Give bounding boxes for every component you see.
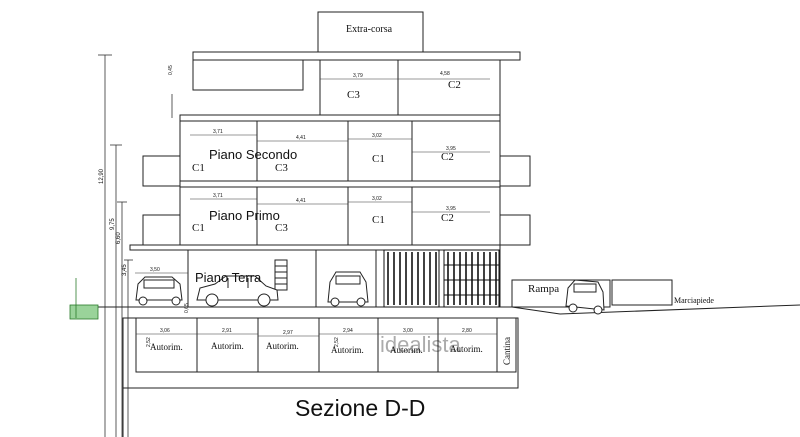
level-lines xyxy=(98,54,173,437)
dim-second-3: 3,02 xyxy=(372,133,382,139)
level-label-345: 3,45 xyxy=(122,264,128,276)
level-label-975: 9,75 xyxy=(110,218,116,230)
cantina-label: Cantina xyxy=(502,337,512,365)
dim-first-2: 4,41 xyxy=(296,198,306,204)
garage-label-2: Autorim. xyxy=(211,341,244,351)
dim-basement-height-1: 2,52 xyxy=(146,337,152,347)
car-3 xyxy=(327,271,369,307)
balcony-left-2 xyxy=(142,155,181,187)
room-first-c1a: C1 xyxy=(192,222,205,234)
garage-label-4: Autorim. xyxy=(331,345,364,355)
dim-second-1: 3,71 xyxy=(213,129,223,135)
room-first-c2: C2 xyxy=(441,212,454,224)
dim-top-2: 4,58 xyxy=(440,71,450,77)
roof-block-left xyxy=(192,59,304,91)
room-top-c2: C2 xyxy=(448,79,461,91)
dimension-lines xyxy=(135,78,497,337)
level-label-660: 6,60 xyxy=(116,232,122,244)
room-second-c2: C2 xyxy=(441,151,454,163)
dim-basement-1: 3,06 xyxy=(160,328,170,334)
dim-top-1: 3,79 xyxy=(353,73,363,79)
drawing-title: Sezione D-D xyxy=(295,395,425,421)
slab-first xyxy=(179,180,501,188)
stair-element xyxy=(274,259,288,291)
slab-ground xyxy=(129,244,501,251)
garage-label-3: Autorim. xyxy=(266,341,299,351)
top-floor xyxy=(319,59,501,116)
rampa-label: Rampa xyxy=(528,283,559,295)
dim-basement-height-2: 2,52 xyxy=(334,337,340,347)
garage-doors xyxy=(383,249,500,308)
room-second-c1b: C1 xyxy=(372,153,385,165)
level-label-065: 0,65 xyxy=(184,303,190,313)
marciapiede-box xyxy=(611,279,673,306)
extra-corsa-label: Extra-corsa xyxy=(346,24,393,35)
level-label-045: 0,45 xyxy=(168,65,174,75)
room-top-c3: C3 xyxy=(347,89,360,101)
marciapiede-label: Marciapiede xyxy=(674,296,714,305)
room-first-c1b: C1 xyxy=(372,214,385,226)
watermark: idealista xyxy=(380,332,461,357)
dim-ground-1: 3,50 xyxy=(150,267,160,273)
room-first-c3: C3 xyxy=(275,222,288,234)
balcony-right-2 xyxy=(499,155,531,187)
garage-label-1: Autorim. xyxy=(150,342,183,352)
dim-basement-3: 2,97 xyxy=(283,330,293,336)
dim-basement-6: 2,80 xyxy=(462,328,472,334)
roof-slab xyxy=(192,51,521,61)
dim-first-3: 3,02 xyxy=(372,196,382,202)
balcony-left-1 xyxy=(142,214,181,246)
garage-label-5: Autorim. xyxy=(390,345,423,355)
car-1 xyxy=(135,276,183,306)
car-2 xyxy=(196,275,279,307)
room-second-c1a: C1 xyxy=(192,162,205,174)
dim-second-2: 4,41 xyxy=(296,135,306,141)
room-second-c3: C3 xyxy=(275,162,288,174)
dim-basement-2: 2,91 xyxy=(222,328,232,334)
slab-second xyxy=(179,114,501,122)
dim-basement-4: 2,94 xyxy=(343,328,353,334)
dim-first-4: 3,95 xyxy=(446,206,456,212)
floor-label-primo: Piano Primo xyxy=(209,208,280,223)
floor-label-secondo: Piano Secondo xyxy=(209,147,297,162)
dim-first-1: 3,71 xyxy=(213,193,223,199)
garage-label-6: Autorim. xyxy=(450,344,483,354)
dim-second-4: 3,95 xyxy=(446,146,456,152)
rampa-box xyxy=(511,279,611,308)
car-4 xyxy=(565,279,605,315)
dim-basement-5: 3,00 xyxy=(403,328,413,334)
building-structure xyxy=(70,11,800,437)
level-label-1290: 12,90 xyxy=(99,168,105,184)
green-area xyxy=(69,304,99,320)
basement-inner xyxy=(135,317,517,373)
floor-label-terra: Piano Terra xyxy=(195,270,262,285)
balcony-right-1 xyxy=(499,214,531,246)
